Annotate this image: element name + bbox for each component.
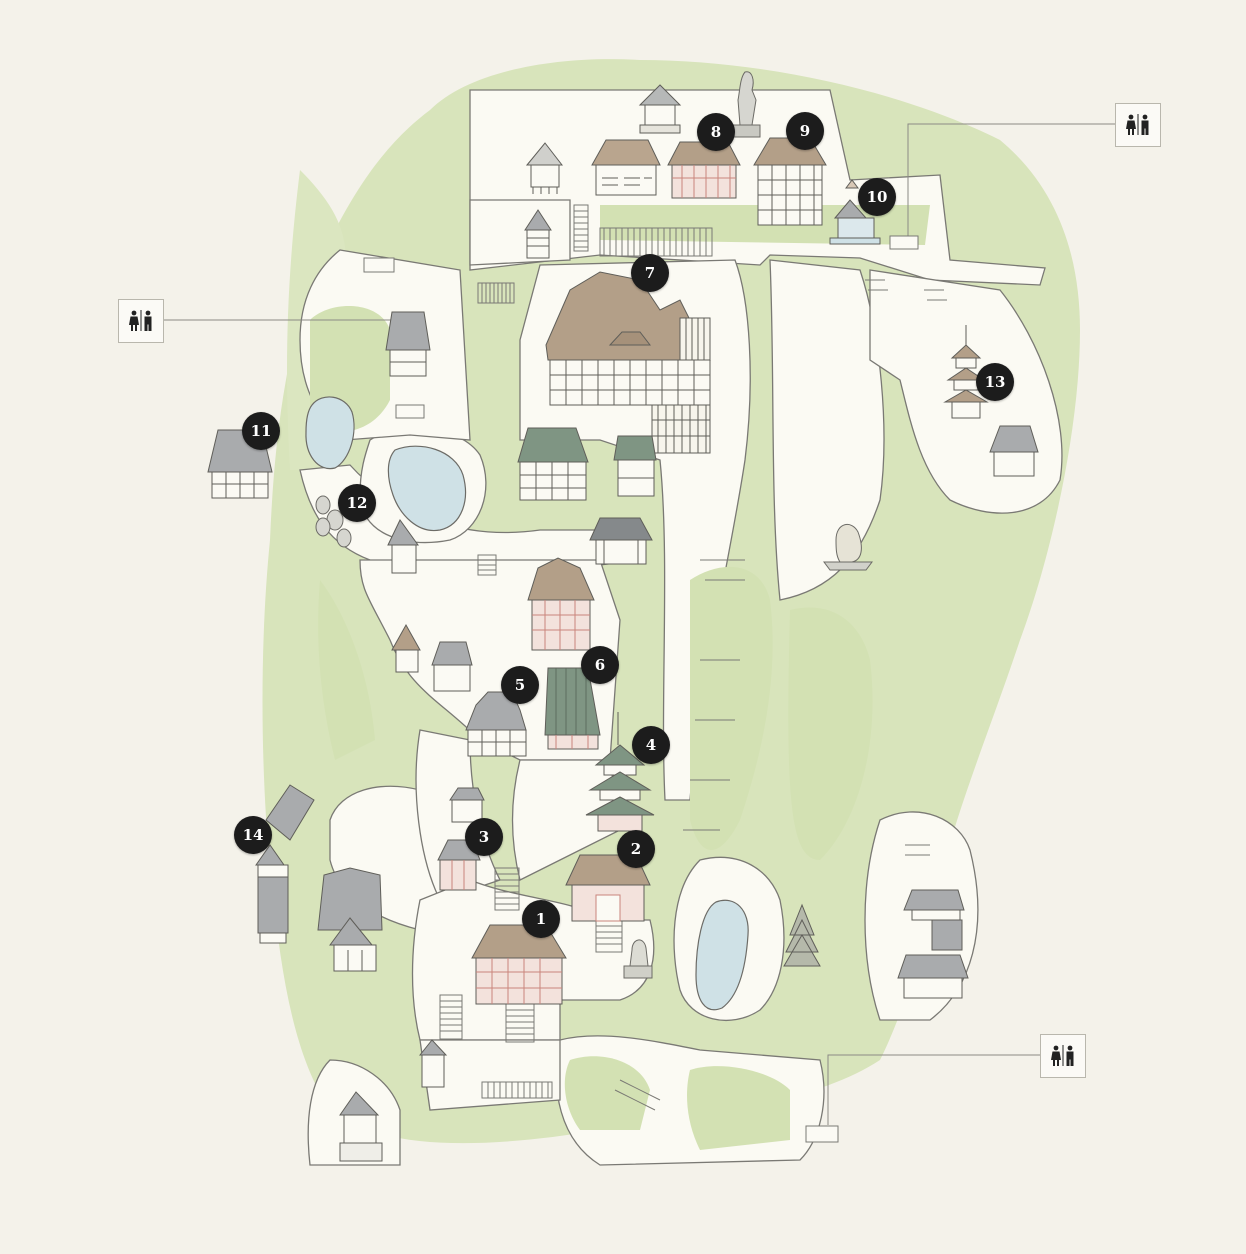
map-marker-9[interactable]: 9 bbox=[786, 112, 824, 150]
restroom-icon bbox=[129, 310, 152, 331]
marker-number: 11 bbox=[250, 422, 272, 440]
marker-number: 10 bbox=[866, 188, 888, 206]
building-bottom-left bbox=[339, 1039, 448, 1162]
building-storehouse-b bbox=[524, 209, 552, 259]
marker-number: 8 bbox=[710, 123, 722, 141]
marker-number: 6 bbox=[594, 656, 606, 674]
building-12-shed bbox=[387, 519, 419, 574]
building-top-gate bbox=[638, 84, 682, 134]
marker-number: 3 bbox=[478, 828, 490, 846]
map-marker-5[interactable]: 5 bbox=[501, 666, 539, 704]
restroom-sign-west[interactable] bbox=[118, 299, 164, 343]
building-right-small bbox=[989, 425, 1039, 477]
building-4-pagoda bbox=[585, 712, 655, 832]
restroom-icon bbox=[1126, 114, 1149, 135]
map-marker-4[interactable]: 4 bbox=[632, 726, 670, 764]
building-1 bbox=[471, 924, 567, 1005]
ponds bbox=[305, 396, 749, 1011]
restroom-leaders bbox=[162, 123, 1116, 1125]
marker-number: 7 bbox=[644, 264, 656, 282]
building-left-top bbox=[385, 311, 431, 377]
map-marker-8[interactable]: 8 bbox=[697, 113, 735, 151]
map-marker-2[interactable]: 2 bbox=[617, 830, 655, 868]
building-gate-mid bbox=[589, 517, 653, 565]
map-marker-10[interactable]: 10 bbox=[858, 178, 896, 216]
building-red-pagoda-hall bbox=[527, 557, 595, 651]
marker-number: 1 bbox=[535, 910, 547, 928]
restroom-sign-northeast[interactable] bbox=[1115, 103, 1161, 147]
marker-number: 14 bbox=[242, 826, 264, 844]
marker-number: 4 bbox=[645, 736, 657, 754]
building-9 bbox=[753, 137, 827, 226]
marker-number: 2 bbox=[630, 840, 642, 858]
building-green-hall bbox=[517, 427, 589, 501]
map-marker-14[interactable]: 14 bbox=[234, 816, 272, 854]
building-storehouse-a bbox=[525, 142, 564, 194]
marker-number: 9 bbox=[799, 122, 811, 140]
marker-number: 12 bbox=[346, 494, 368, 512]
map-marker-6[interactable]: 6 bbox=[581, 646, 619, 684]
map-marker-13[interactable]: 13 bbox=[976, 363, 1014, 401]
statues bbox=[315, 71, 873, 979]
building-14 bbox=[255, 784, 315, 944]
restroom-icon bbox=[1051, 1045, 1074, 1066]
building-green-small bbox=[613, 435, 657, 497]
tree-pagoda bbox=[783, 903, 821, 967]
small-huts bbox=[391, 623, 473, 692]
building-13-pagoda bbox=[943, 325, 989, 419]
map-marker-1[interactable]: 1 bbox=[522, 900, 560, 938]
stairs bbox=[439, 204, 947, 1111]
building-8 bbox=[667, 141, 741, 199]
restroom-sign-southeast[interactable] bbox=[1040, 1034, 1086, 1078]
buildings bbox=[207, 84, 1039, 1162]
building-3 bbox=[437, 787, 485, 891]
restroom-buildings bbox=[363, 235, 919, 1143]
building-7 bbox=[545, 271, 711, 454]
map-marker-11[interactable]: 11 bbox=[242, 412, 280, 450]
building-gray-hall bbox=[317, 867, 383, 972]
building-right-lower bbox=[897, 889, 969, 999]
marker-number: 13 bbox=[984, 373, 1006, 391]
marker-number: 5 bbox=[514, 676, 526, 694]
map-marker-12[interactable]: 12 bbox=[338, 484, 376, 522]
building-10 bbox=[829, 179, 881, 245]
map-marker-7[interactable]: 7 bbox=[631, 254, 669, 292]
map-marker-3[interactable]: 3 bbox=[465, 818, 503, 856]
building-hall-top bbox=[591, 139, 661, 196]
